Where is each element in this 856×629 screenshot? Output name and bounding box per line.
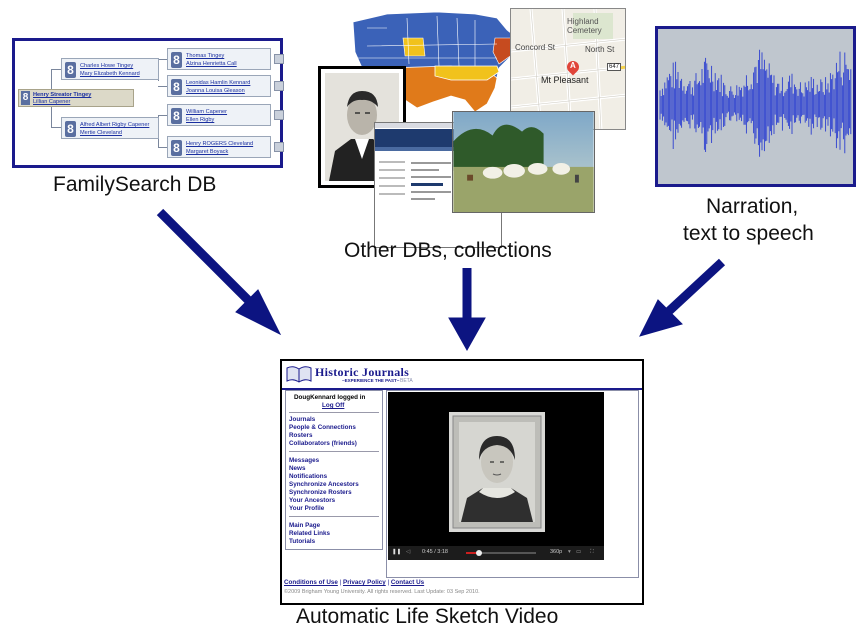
nav-news[interactable]: News [289,465,306,472]
nav-messages[interactable]: Messages [289,457,320,464]
historic-journals-screenshot: Historic Journals ~EXPERIENCE THE PAST~ … [280,359,644,605]
person-badge-icon: 8 [65,62,76,78]
site-logo-tagline: ~EXPERIENCE THE PAST~ [342,378,400,383]
spouse-name[interactable]: Alzina Henrietta Call [186,61,237,67]
wagon-train-painting [452,111,595,213]
person-name[interactable]: Thomas Tingey [186,53,225,59]
player-controls: ❚❚ ◁ 0:45 / 3:18 360p ▾ ▭ ⛶ [388,546,604,560]
open-book-icon [286,366,312,383]
person-badge-icon: 8 [171,52,182,68]
map-label: North St [585,45,615,54]
site-header: Historic Journals ~EXPERIENCE THE PAST~ … [282,361,642,390]
nav-collaborators[interactable]: Collaborators (friends) [289,440,357,447]
video-player[interactable]: ❚❚ ◁ 0:45 / 3:18 360p ▾ ▭ ⛶ [388,392,604,560]
root-spouse-name: Lillian Capener [33,99,71,105]
route-shield: 647 [607,63,622,71]
nav-your-ancestors[interactable]: Your Ancestors [289,497,336,504]
caption-narration-line2: text to speech [683,222,814,245]
footer-privacy-link[interactable]: Privacy Policy [343,579,386,586]
caption-narration-line1: Narration, [706,195,799,218]
caption-other-dbs: Other DBs, collections [344,239,552,262]
map-label: Concord St [515,43,556,52]
site-sidebar: DougKennard logged in Log Off Journals P… [285,390,383,550]
popout-icon[interactable]: ▭ [576,549,582,555]
pedigree-box-mother[interactable]: 8 Alfred Albert Rigby Capener Mertie Cle… [61,117,159,139]
root-person-name: Henry Streator Tingey [33,92,92,98]
spouse-name[interactable]: Margaret Boyack [186,149,229,155]
person-badge-icon: 8 [65,121,76,137]
nav-rosters[interactable]: Rosters [289,432,313,439]
arrow-down-right-icon [235,289,282,336]
person-name[interactable]: Alfred Albert Rigby Capener [80,122,150,128]
pedigree-box-gen3-1[interactable]: 8 Thomas Tingey Alzina Henrietta Call [167,48,271,70]
map-label: Cemetery [567,26,602,35]
pedigree-box-gen3-3[interactable]: 8 William Capener Ellen Rigby [167,104,271,126]
fullscreen-icon[interactable]: ⛶ [590,549,594,555]
video-frame-portrait [449,412,545,532]
spouse-name[interactable]: Mary Elizabeth Kennard [80,71,140,77]
spouse-name[interactable]: Ellen Rigby [186,117,215,123]
arrow-down-left-icon [639,299,683,337]
nav-main-page[interactable]: Main Page [289,522,321,529]
player-time: 0:45 / 3:18 [422,549,448,555]
content-panel: ❚❚ ◁ 0:45 / 3:18 360p ▾ ▭ ⛶ [386,390,639,578]
footer-contact-link[interactable]: Contact Us [390,579,425,586]
person-name[interactable]: Leonidas Hamlin Kennard [186,80,251,86]
site-logo-title[interactable]: Historic Journals [315,365,410,379]
arrow-down-icon [448,317,486,352]
volume-icon[interactable]: ◁ [406,549,411,555]
waveform-trace [659,49,852,157]
person-name[interactable]: Charles Howe Tingey [80,63,134,69]
nav-people-connections[interactable]: People & Connections [289,424,356,431]
nav-notifications[interactable]: Notifications [289,473,328,480]
pedigree-box-father[interactable]: 8 Charles Howe Tingey Mary Elizabeth Ken… [61,58,159,80]
nav-tutorials[interactable]: Tutorials [289,538,316,545]
person-name[interactable]: Henry ROGERS Cleveland [186,141,254,147]
nav-journals[interactable]: Journals [289,416,316,423]
beta-badge: BETA [400,378,413,384]
audio-waveform-image [655,26,856,187]
caption-familysearch: FamilySearch DB [53,173,217,196]
expand-arrow-icon[interactable] [274,110,284,120]
nav-related-links[interactable]: Related Links [289,530,330,537]
map-label: Highland [567,17,599,26]
seek-bar[interactable] [466,550,536,556]
pause-icon[interactable]: ❚❚ [392,549,402,555]
footer-conditions-link[interactable]: Conditions of Use [284,579,338,586]
expand-arrow-icon[interactable] [274,81,284,91]
seek-handle[interactable] [476,550,482,556]
logoff-link[interactable]: Log Off [322,402,345,409]
expand-arrow-icon[interactable] [274,142,284,152]
person-badge-icon: 8 [21,91,30,105]
copyright-notice: ©2009 Brigham Young University. All righ… [284,589,480,595]
street-map-image: Highland Cemetery Concord St North St Mt… [510,8,626,130]
pedigree-root-box: 8 Henry Streator Tingey Lillian Capener [18,89,134,107]
nav-sync-rosters[interactable]: Synchronize Rosters [289,489,352,496]
nav-your-profile[interactable]: Your Profile [289,505,325,512]
site-footer: Conditions of Use | Privacy Policy | Con… [284,579,425,586]
nav-sync-ancestors[interactable]: Synchronize Ancestors [289,481,359,488]
spouse-name[interactable]: Mertie Cleveland [80,130,122,136]
quality-selector[interactable]: 360p [550,549,563,555]
familysearch-pedigree-screenshot: 8 Henry Streator Tingey Lillian Capener … [12,38,284,168]
map-label: Mt Pleasant [541,75,589,85]
person-badge-icon: 8 [171,108,182,124]
expand-arrow-icon[interactable] [274,54,284,64]
spouse-name[interactable]: Joanna Louisa Gleason [186,88,245,94]
caption-video: Automatic Life Sketch Video [296,605,559,628]
person-name[interactable]: William Capener [186,109,228,115]
pedigree-box-gen3-2[interactable]: 8 Leonidas Hamlin Kennard Joanna Louisa … [167,75,271,97]
quality-dropdown-icon[interactable]: ▾ [568,549,571,555]
logged-in-user: DougKennard logged in [294,394,366,401]
pedigree-box-gen3-4[interactable]: 8 Henry ROGERS Cleveland Margaret Boyack [167,136,271,158]
map-pin-letter: A [570,61,576,70]
person-badge-icon: 8 [171,79,182,95]
person-badge-icon: 8 [171,140,182,156]
